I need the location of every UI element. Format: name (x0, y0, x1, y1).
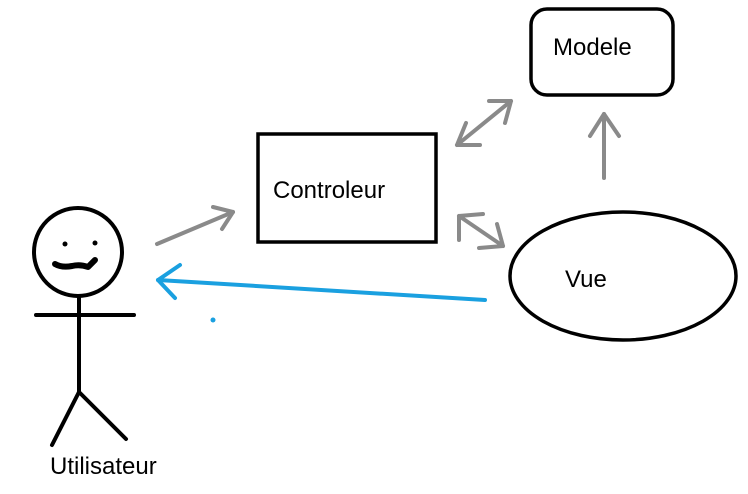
arrow-utilisateur-to-controleur (155, 205, 235, 246)
controleur-label: Controleur (273, 177, 386, 204)
modele-label: Modele (553, 34, 632, 61)
vue-ellipse (508, 210, 738, 342)
stick-figure-left-leg (50, 390, 81, 447)
controleur-box (256, 132, 438, 244)
stick-figure-head (32, 206, 124, 298)
arrow-vue-to-modele (588, 112, 621, 180)
vue-label: Vue (565, 266, 607, 293)
blue-dot (210, 317, 216, 323)
stick-figure-mouth (52, 257, 98, 270)
arrow-controleur-vue (457, 212, 505, 250)
modele-box (529, 7, 675, 97)
utilisateur-label: Utilisateur (50, 453, 157, 480)
arrow-controleur-modele (455, 99, 513, 147)
arrow-vue-to-utilisateur (156, 263, 487, 302)
stick-figure-right-leg (77, 390, 128, 441)
stick-figure-right-eye (92, 240, 98, 246)
stick-figure-left-eye (62, 241, 68, 247)
utilisateur-stick-figure (32, 206, 136, 447)
